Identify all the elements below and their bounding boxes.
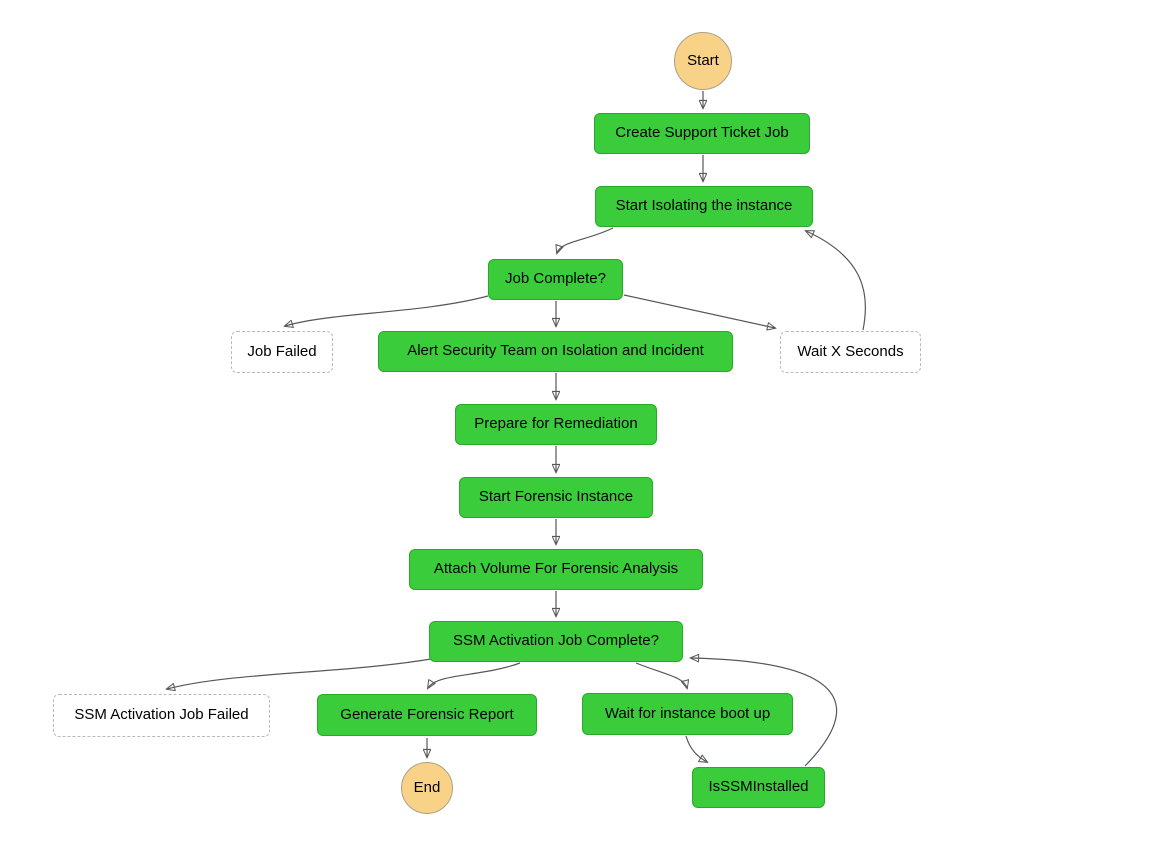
node-ssm-activation-job-failed: SSM Activation Job Failed xyxy=(53,694,270,737)
edge-wait-x-to-isolate xyxy=(806,231,866,331)
node-job-complete-label: Job Complete? xyxy=(505,270,606,288)
node-generate-forensic-report-label: Generate Forensic Report xyxy=(340,705,514,723)
edge-ssm-complete-to-ssm-failed xyxy=(167,658,432,689)
edge-ssm-complete-to-wait-boot xyxy=(635,662,687,688)
node-start: Start xyxy=(674,32,732,90)
node-end-label: End xyxy=(413,778,441,796)
node-create-support-ticket-job: Create Support Ticket Job xyxy=(594,113,810,154)
node-end: End xyxy=(401,762,453,814)
node-start-label: Start xyxy=(687,51,719,69)
node-start-isolating-the-instance: Start Isolating the instance xyxy=(595,186,813,227)
node-prepare-for-remediation: Prepare for Remediation xyxy=(455,404,657,445)
node-alert-security-team-label: Alert Security Team on Isolation and Inc… xyxy=(407,342,704,360)
edge-job-complete-to-job-failed xyxy=(285,295,489,326)
node-wait-for-instance-boot-up-label: Wait for instance boot up xyxy=(604,704,771,722)
node-ssm-activation-job-complete: SSM Activation Job Complete? xyxy=(429,621,683,662)
node-start-isolating-the-instance-label: Start Isolating the instance xyxy=(615,197,793,215)
node-generate-forensic-report: Generate Forensic Report xyxy=(317,694,537,736)
node-alert-security-team: Alert Security Team on Isolation and Inc… xyxy=(378,331,733,372)
edge-wait-boot-to-is-ssm-installed xyxy=(685,735,707,762)
node-start-forensic-instance: Start Forensic Instance xyxy=(459,477,653,518)
node-ssm-activation-job-failed-label: SSM Activation Job Failed xyxy=(74,706,249,724)
node-job-failed: Job Failed xyxy=(231,331,333,373)
node-attach-volume-for-forensic-analysis-label: Attach Volume For Forensic Analysis xyxy=(433,560,679,578)
node-job-failed-label: Job Failed xyxy=(247,342,317,360)
node-attach-volume-for-forensic-analysis: Attach Volume For Forensic Analysis xyxy=(409,549,703,590)
node-wait-x-seconds-label: Wait X Seconds xyxy=(797,342,904,360)
node-ssm-activation-job-complete-label: SSM Activation Job Complete? xyxy=(453,632,659,650)
node-is-ssm-installed-label: IsSSMInstalled xyxy=(708,778,809,796)
node-wait-for-instance-boot-up: Wait for instance boot up xyxy=(582,693,793,735)
node-start-forensic-instance-label: Start Forensic Instance xyxy=(478,488,634,506)
node-job-complete: Job Complete? xyxy=(488,259,623,300)
node-prepare-for-remediation-label: Prepare for Remediation xyxy=(474,415,638,433)
edge-job-complete-to-wait-x xyxy=(623,294,775,328)
node-create-support-ticket-job-label: Create Support Ticket Job xyxy=(615,124,789,142)
node-wait-x-seconds: Wait X Seconds xyxy=(780,331,921,373)
edge-ssm-complete-to-generate-report xyxy=(428,662,521,688)
node-is-ssm-installed: IsSSMInstalled xyxy=(692,767,825,808)
edge-isolate-to-job-complete xyxy=(557,227,614,253)
